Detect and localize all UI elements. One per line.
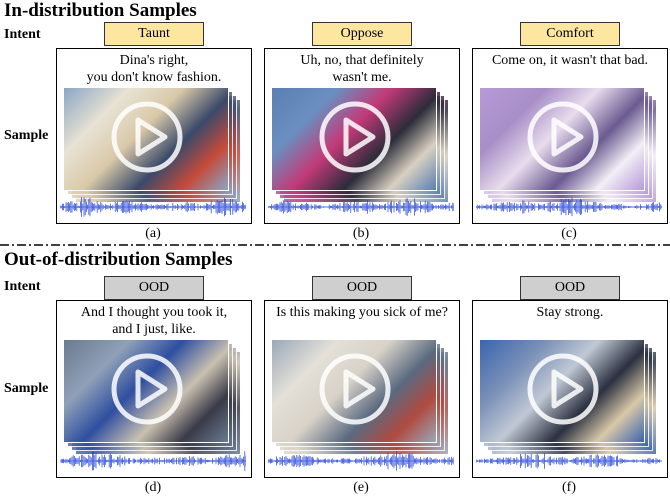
- ood-sample-panel: And I thought you took it, and I just, l…: [56, 300, 252, 478]
- ind-sample-panel: Come on, it wasn't that bad.: [472, 48, 668, 224]
- utterance-text: Come on, it wasn't that bad.: [491, 53, 649, 68]
- panel-caption: (e): [353, 480, 369, 495]
- ind-intent-badge: Taunt: [104, 22, 204, 46]
- ood-sample-label: Sample: [4, 381, 49, 396]
- utterance-text: Uh, no, that definitely wasn't me.: [300, 53, 424, 85]
- panel-caption: (d): [144, 480, 162, 495]
- ind-intent-badge: Oppose: [312, 22, 412, 46]
- play-button-icon[interactable]: [109, 99, 185, 175]
- panel-caption: (b): [352, 226, 370, 241]
- utterance-text: Is this making you sick of me?: [276, 305, 448, 320]
- ood-intent-label: Intent: [4, 279, 41, 294]
- audio-waveform: [268, 451, 454, 471]
- play-button-icon[interactable]: [317, 99, 393, 175]
- ood-sample-panel: Is this making you sick of me?: [264, 300, 460, 478]
- audio-waveform: [268, 198, 454, 216]
- utterance-text: Dina's right, you don't know fashion.: [86, 53, 222, 85]
- audio-waveform: [476, 197, 662, 217]
- ind-intent-label: Intent: [4, 27, 41, 42]
- ood-sample-panel: Stay strong.: [472, 300, 668, 478]
- section-divider: [0, 244, 670, 246]
- utterance-text: Stay strong.: [536, 305, 604, 320]
- utterance-text: And I thought you took it, and I just, l…: [80, 305, 228, 337]
- ind-sample-label: Sample: [4, 128, 49, 143]
- ood-section-title: Out-of-distribution Samples: [4, 249, 233, 270]
- panel-caption: (c): [561, 226, 577, 241]
- ood-intent-badge: OOD: [104, 276, 204, 300]
- play-button-icon[interactable]: [525, 99, 601, 175]
- ind-section-title: In-distribution Samples: [4, 0, 197, 21]
- play-button-icon[interactable]: [317, 351, 393, 427]
- audio-waveform: [60, 197, 246, 217]
- ood-intent-badge: OOD: [520, 276, 620, 300]
- audio-waveform: [476, 453, 662, 469]
- ood-intent-badge: OOD: [312, 276, 412, 300]
- panel-caption: (f): [562, 480, 576, 495]
- audio-waveform: [60, 451, 246, 471]
- panel-caption: (a): [145, 226, 161, 241]
- ind-intent-badge: Comfort: [520, 22, 620, 46]
- ind-sample-panel: Uh, no, that definitely wasn't me.: [264, 48, 460, 224]
- play-button-icon[interactable]: [525, 351, 601, 427]
- play-button-icon[interactable]: [109, 351, 185, 427]
- ind-sample-panel: Dina's right, you don't know fashion.: [56, 48, 252, 224]
